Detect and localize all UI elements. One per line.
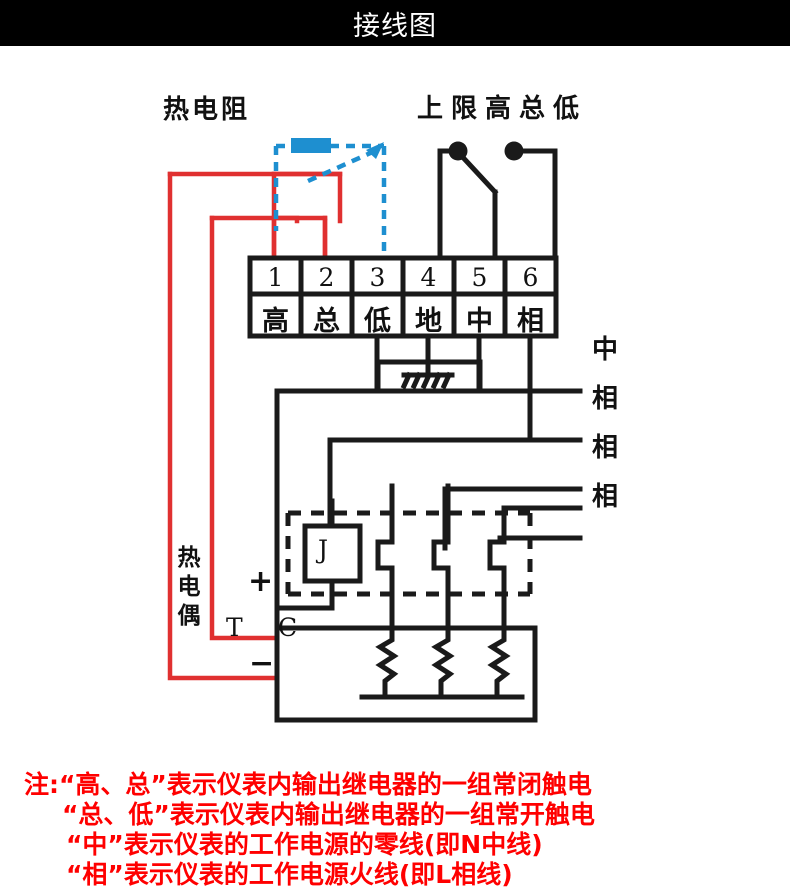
polarity-minus-label: −	[249, 646, 275, 681]
wire-ground-h2	[410, 371, 423, 390]
contact-pole2-blade	[431, 539, 451, 571]
heater-element-1	[375, 625, 413, 700]
red-wire-group	[167, 171, 458, 681]
thermocouple-char-1: 热	[177, 545, 201, 571]
heater-element-3	[487, 625, 525, 700]
terminal-name-3: 低	[364, 306, 391, 337]
black-wire-group	[274, 333, 583, 631]
heater-elements	[359, 625, 525, 700]
right-label-phase-3: 相	[592, 482, 619, 512]
wire-ground-h1	[400, 371, 413, 390]
right-label-phase-1: 相	[592, 384, 619, 414]
terminal-cell-4	[400, 255, 457, 297]
right-label-phase-2: 相	[592, 433, 619, 463]
probe-terminal-c-label: C	[278, 613, 298, 642]
heater-box	[274, 625, 538, 723]
wiring-diagram: 热电阻 上限高总低 中 相 相 相 热 电 偶 + − T C J 1 2 3 …	[0, 46, 790, 771]
terminal-name-2: 总	[313, 306, 340, 337]
terminal-name-4: 地	[415, 306, 442, 337]
terminal-number-4: 4	[420, 263, 437, 292]
terminal-cell-3	[349, 255, 406, 297]
terminal-number-5: 5	[471, 263, 488, 292]
blue-arrow-head	[366, 142, 384, 159]
terminal-name-1: 高	[262, 306, 289, 337]
right-label-neutral: 中	[592, 335, 619, 365]
switch-pivot-right	[504, 141, 524, 161]
terminal-number-3: 3	[369, 263, 386, 292]
terminal-block-frame	[247, 255, 559, 339]
terminal-number-6: 6	[522, 263, 539, 292]
note-line-3: “中”表示仪表的工作电源的零线(即N中线)	[66, 830, 543, 859]
relay-coil-box	[302, 523, 363, 584]
note-line-1: 注:“高、总”表示仪表内输出继电器的一组常闭触电	[24, 770, 592, 799]
page-title: 接线图	[353, 10, 437, 42]
terminal-name-cell-6	[502, 291, 559, 339]
red-wire-outer	[167, 171, 343, 224]
contact-pole1-blade	[375, 539, 395, 571]
polarity-plus-label: +	[248, 564, 274, 599]
wiring-diagram-svg	[167, 138, 583, 723]
thermocouple-char-2: 电	[177, 574, 201, 600]
thermocouple-label: 热 电 偶	[176, 544, 202, 631]
wire-ground-h3	[420, 371, 433, 390]
wire-ground-h5	[440, 371, 453, 390]
blue-rtd-group	[273, 143, 387, 254]
blue-dash-arrow-shaft	[307, 147, 378, 184]
notes-block: 注:“高、总”表示仪表内输出继电器的一组常闭触电 “总、低”表示仪表内输出继电器…	[0, 770, 790, 890]
relay-coil-label: J	[318, 535, 329, 564]
terminal-name-5: 中	[466, 306, 493, 337]
limit-switch-label: 上限高总低	[417, 94, 588, 124]
note-line-4: “相”表示仪表的工作电源火线(即L相线)	[66, 860, 513, 889]
terminal-number-2: 2	[318, 263, 335, 292]
thermocouple-char-3: 偶	[177, 603, 201, 629]
blue-resistor-body	[291, 138, 331, 153]
relay-enclosure-dashed	[285, 510, 533, 597]
heater-element-2	[431, 625, 469, 700]
note-line-2: “总、低”表示仪表内输出继电器的一组常开触电	[62, 800, 595, 829]
terminal-number-1: 1	[267, 263, 284, 292]
contact-pole3-blade	[487, 539, 507, 571]
title-bar: 接线图	[0, 0, 790, 46]
probe-terminal-t-label: T	[226, 613, 243, 642]
terminal-name-6: 相	[517, 306, 544, 337]
limit-switch-group	[437, 147, 558, 261]
wire-ground-h4	[430, 371, 443, 390]
switch-pivot-left	[448, 141, 468, 161]
rtd-label: 热电阻	[163, 95, 251, 125]
